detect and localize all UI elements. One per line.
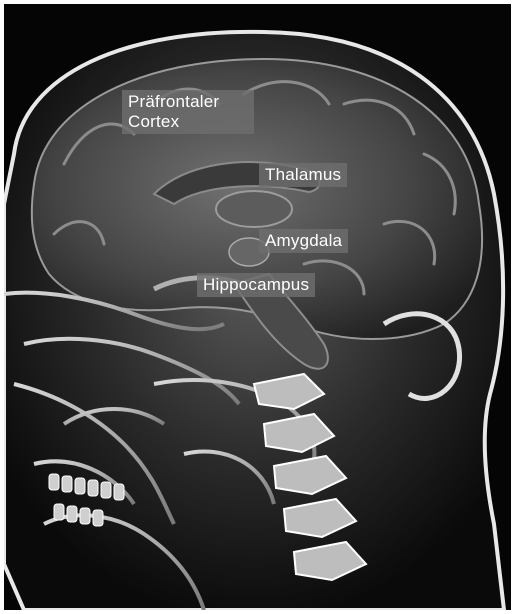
- label-prefrontal-cortex: Präfrontaler Cortex: [122, 90, 254, 134]
- label-thalamus: Thalamus: [259, 163, 347, 187]
- head-xray-illustration: [4, 4, 511, 610]
- thalamus-shape: [216, 191, 292, 227]
- label-hippocampus: Hippocampus: [197, 273, 315, 297]
- label-amygdala: Amygdala: [259, 229, 348, 253]
- image-frame: Präfrontaler Cortex Thalamus Amygdala Hi…: [4, 4, 511, 610]
